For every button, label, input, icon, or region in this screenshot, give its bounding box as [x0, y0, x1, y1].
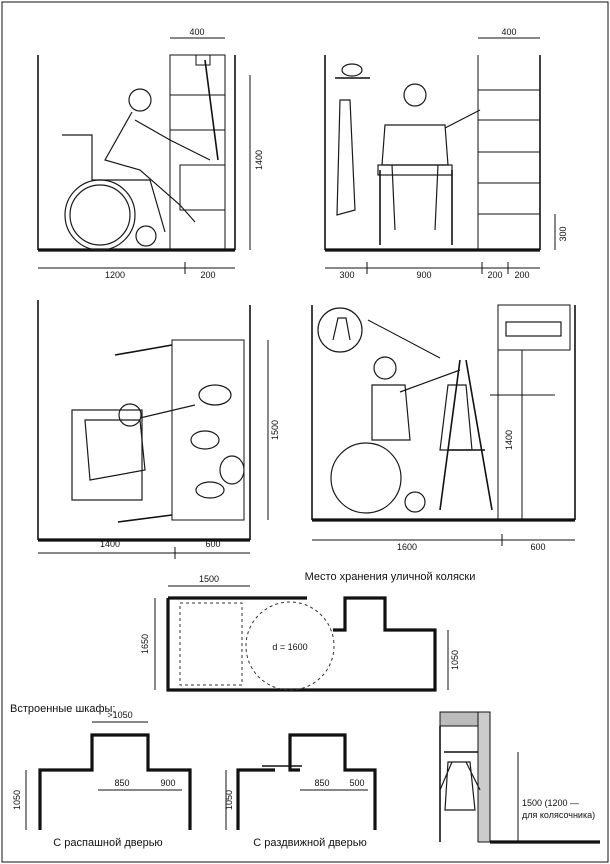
dim-side-height: 300: [558, 226, 568, 241]
person-arm: [444, 109, 481, 129]
wall-hatch: [477, 711, 491, 843]
dim-w2: 900: [160, 778, 175, 788]
dim-top-width: 400: [501, 27, 516, 37]
hanging-item: [190, 430, 220, 450]
person-arm: [399, 369, 461, 393]
coat-on-hook: [336, 99, 356, 216]
dim-right-width: 600: [205, 539, 220, 549]
dim-w2: 500: [349, 778, 364, 788]
low-drawer: [179, 164, 226, 211]
stroller-storage-title: Место хранения уличной коляски: [305, 571, 476, 583]
parked-stroller-outline: [179, 602, 243, 686]
dim-height: 1400: [254, 150, 264, 170]
turning-circle: [245, 601, 335, 691]
wheelchair-caster: [404, 491, 426, 513]
detail-inset-circle: [317, 307, 363, 353]
dim-left-width: 1600: [397, 542, 417, 552]
hanging-item: [198, 384, 232, 406]
person-arm: [139, 404, 196, 419]
person-head: [128, 88, 152, 112]
hinged-caption: С распашной дверью: [53, 837, 162, 849]
closet-outline: [236, 733, 377, 830]
dim-height-left: 1650: [140, 634, 150, 654]
hanging-item: [195, 481, 225, 499]
dim-h: 1050: [224, 790, 234, 810]
hanger-height-label-1: 1500 (1200 —: [522, 798, 579, 808]
dim-right-width: 600: [530, 542, 545, 552]
dim-height-right: 1050: [450, 650, 460, 670]
wheelchair-wheel: [64, 179, 136, 251]
hanger-height-label-2: для колясочника): [522, 810, 595, 820]
person-torso: [84, 419, 146, 481]
dim-width: 1500: [199, 574, 219, 584]
turning-circle-label: d = 1600: [272, 642, 307, 652]
dim-left-width: 1200: [105, 270, 125, 280]
open-doors: [114, 344, 173, 523]
dim-left-width: 1400: [100, 539, 120, 549]
dim-w1: 850: [114, 778, 129, 788]
storage-outline: [166, 596, 437, 692]
wheelchair-caster: [135, 225, 157, 247]
built-in-closets-heading: Встроенные шкафы:: [10, 703, 115, 715]
hanging-jacket: [444, 761, 476, 811]
wheelchair-seat: [377, 164, 453, 176]
closet-hinged-door-plan: >1050 850 900 1050 С распашной дверью: [12, 710, 192, 849]
person-torso: [371, 384, 411, 441]
dim-height: 1400: [504, 430, 514, 450]
dim-height: 1500: [270, 420, 280, 440]
detail-inset-lift: [332, 317, 351, 341]
dim-top-width: 400: [189, 27, 204, 37]
hanger-height-elevation: 1500 (1200 — для колясочника): [439, 711, 600, 844]
wheelchair-wheel-rim: [69, 184, 131, 246]
hat: [341, 63, 363, 77]
panel-wheelchair-front-wardrobe: 400 300 300 900 200 200: [324, 27, 568, 280]
person-head: [118, 403, 142, 427]
wheelchair-wheel: [330, 442, 402, 514]
stored-box: [505, 321, 562, 337]
wheelchair-frame: [62, 134, 166, 233]
rod-bracket: [195, 54, 211, 66]
dim-seg3: 200: [487, 270, 502, 280]
reference-arrow: [367, 319, 441, 359]
panel-wheelchair-top-view-closet: 1500 1400 600: [37, 300, 280, 559]
person-body: [104, 111, 196, 223]
jacket-sleeves: [439, 761, 481, 791]
dim-h: 1050: [12, 790, 22, 810]
dim-seg2: 900: [416, 270, 431, 280]
sliding-caption: С раздвижной дверью: [253, 837, 366, 849]
upper-compartment: [497, 304, 571, 351]
closet-plan: [171, 339, 245, 521]
dim-top: >1050: [107, 710, 132, 720]
person-torso: [381, 124, 449, 166]
closet-outline: [38, 733, 192, 830]
dim-right-width: 200: [200, 270, 215, 280]
hanging-coat: [439, 384, 473, 451]
garment-lift-frame: [439, 359, 493, 511]
dim-w1: 850: [314, 778, 329, 788]
person-head: [403, 83, 427, 107]
stroller-storage-plan: Место хранения уличной коляски d = 1600 …: [140, 571, 476, 692]
hanging-item: [219, 455, 245, 485]
closet-sliding-door-plan: 850 500 1050 С раздвижной дверью: [224, 733, 377, 849]
person-head: [373, 356, 397, 380]
panel-wheelchair-reach-low-shelf: 400 1400 1200 200: [37, 27, 264, 280]
panel-wheelchair-lowered-rail: 1400 1600 600: [311, 304, 576, 552]
dim-seg4: 200: [514, 270, 529, 280]
wheelchair-plan: [71, 409, 143, 501]
person-arm: [134, 119, 211, 161]
pull-down-rod: [204, 59, 219, 161]
person-legs: [391, 164, 439, 231]
dim-seg1: 300: [339, 270, 354, 280]
